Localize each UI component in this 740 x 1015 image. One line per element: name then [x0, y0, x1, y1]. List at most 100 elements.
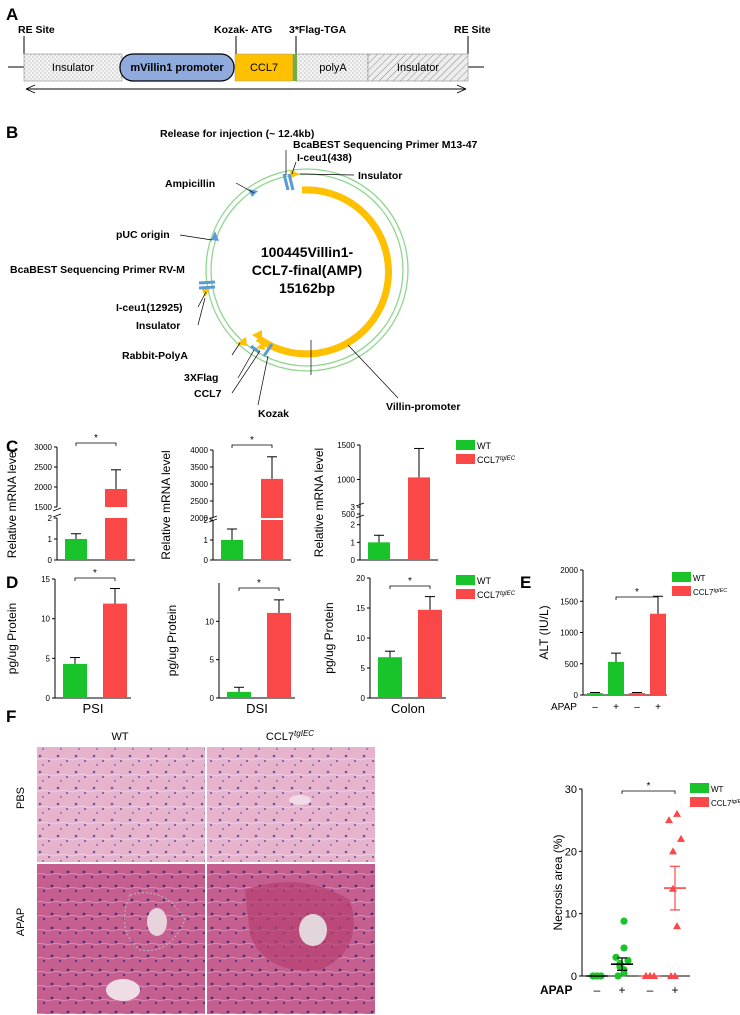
C1-sig-bracket — [75, 442, 117, 446]
legend-e-tg-label: CCL7tgIEC — [693, 588, 727, 597]
C3-bar-tg-upper — [408, 477, 430, 514]
C3-tick-label-2: 2 — [351, 521, 356, 530]
legend-d-wt-swatch — [456, 575, 475, 585]
histology-wt-apap-vessel — [147, 908, 167, 936]
C2-bar-tg-lower — [261, 520, 283, 560]
F-point-3-2 — [673, 922, 681, 930]
D1-bar-1 — [103, 603, 127, 698]
F-point-3-5 — [677, 834, 685, 842]
F-point-3-6 — [665, 816, 673, 824]
insulator-right-block — [367, 53, 469, 82]
insulator-left-block — [23, 53, 123, 82]
C1-break-mark-high — [52, 507, 62, 512]
D1-sig-bracket — [74, 577, 116, 581]
D3-tick-label-0: 0 — [361, 694, 366, 703]
C1-tick-label-3000: 3000 — [34, 443, 52, 452]
D3-xlabel: Colon — [391, 701, 425, 716]
C1-bar-wt — [65, 539, 87, 560]
E-bar-3 — [650, 613, 666, 695]
insulator-left-label: Insulator — [52, 62, 95, 74]
D2-tick-label-5: 5 — [210, 656, 215, 665]
villin-promoter-arc — [255, 186, 392, 358]
ccl7-block-label: CCL7 — [250, 62, 278, 74]
histology-tg-apap-necrosis — [245, 882, 354, 971]
E-sig-bracket — [615, 596, 659, 600]
plasmid-size: 15162bp — [279, 280, 335, 296]
legend-c: WT CCL7tgIEC — [456, 440, 516, 465]
plasmid-leader-lines — [179, 150, 399, 406]
C2-sig-star: * — [250, 435, 254, 446]
F-apap-label: APAP — [540, 983, 572, 997]
histology-col-tg: CCL7tgIEC — [266, 729, 314, 743]
C3-bar-wt — [368, 542, 390, 560]
C2-tick-label-0: 0 — [204, 556, 209, 565]
E-tick-label-500: 500 — [565, 660, 579, 669]
C2-ylabel: Relative mRNA level — [159, 450, 173, 559]
plasmid-feature-kozak: Kozak — [258, 408, 289, 420]
C3-tick-label-0: 0 — [351, 556, 356, 565]
puc-origin-arrow — [211, 231, 219, 241]
C2-tick-label-2: 2 — [204, 516, 209, 525]
legend-f-wt-label: WT — [711, 785, 724, 794]
plasmid-backbone-outer — [205, 168, 409, 372]
D1-tick-label-10: 10 — [41, 615, 50, 624]
plasmid-feature-puc-origin: pUC origin — [116, 229, 170, 241]
legend-e: WT CCL7tgIEC — [672, 572, 727, 597]
E-tick-label-1000: 1000 — [560, 629, 578, 638]
i-ceu1-438-marker — [282, 173, 290, 191]
E-bar-1 — [608, 661, 624, 695]
F-ylabel: Necrosis area (%) — [551, 834, 565, 930]
E-tick-label-1500: 1500 — [560, 597, 578, 606]
legend-f-tg-swatch — [690, 797, 709, 807]
ccl7-feature-arrow — [256, 342, 265, 350]
panel-label-b: B — [6, 123, 18, 142]
E-apap-plus-1: + — [613, 702, 619, 713]
C3-tick-label-1000: 1000 — [337, 476, 355, 485]
C2-tick-label-2500: 2500 — [190, 497, 208, 506]
3xflag-marker — [250, 344, 260, 354]
D2-ylabel: pg/ug Protein — [165, 605, 179, 676]
F-point-3-7 — [673, 809, 681, 817]
plasmid-feature-ccl7: CCL7 — [194, 388, 222, 400]
histology-wt-apap-vessel-2 — [106, 979, 140, 1001]
F-point-1-0 — [614, 972, 622, 980]
F-tick-label-30: 30 — [565, 784, 577, 796]
construct-span-arrowheads — [25, 84, 467, 94]
C2-tick-label-4000: 4000 — [190, 446, 208, 455]
D3-tick-label-20: 20 — [356, 574, 365, 583]
C1-sig-star: * — [94, 433, 98, 444]
C1-ylabel: Relative mRNA level — [5, 449, 19, 558]
flag-label: 3*Flag-TGA — [289, 24, 347, 36]
E-apap-minus-2: – — [634, 702, 640, 713]
legend-d-tg-swatch — [456, 589, 475, 599]
F-point-1-6 — [612, 953, 620, 961]
plasmid-feature-3xflag: 3XFlag — [184, 372, 218, 384]
plasmid-feature-primer-rv-m: BcaBEST Sequencing Primer RV-M — [10, 264, 185, 276]
legend-e-wt-label: WT — [693, 574, 706, 583]
E-bar-0 — [587, 693, 603, 695]
legend-c-tg-swatch — [456, 454, 475, 464]
legend-d: WT CCL7tgIEC — [456, 575, 516, 600]
F-sig-star: * — [647, 781, 651, 792]
villin-promoter-arrowhead — [252, 330, 262, 341]
C2-sig-bracket — [231, 444, 273, 448]
F-apap-plus-1: + — [618, 983, 625, 997]
C1-tick-label-1: 1 — [48, 535, 53, 544]
C2-bar-tg-upper — [261, 478, 283, 518]
histology-tg-pbs — [207, 747, 375, 862]
D1-ylabel: pg/ug Protein — [5, 603, 19, 674]
C1-break-mark-low — [52, 513, 62, 518]
F-point-1-8 — [620, 917, 628, 925]
histology-wt-apap-necrosis-outline — [123, 892, 186, 952]
D2-sig-star: * — [257, 578, 261, 589]
kozak-label: Kozak- ATG — [214, 24, 272, 36]
D3-bar-1 — [418, 609, 442, 698]
D3-sig-star: * — [408, 576, 412, 587]
